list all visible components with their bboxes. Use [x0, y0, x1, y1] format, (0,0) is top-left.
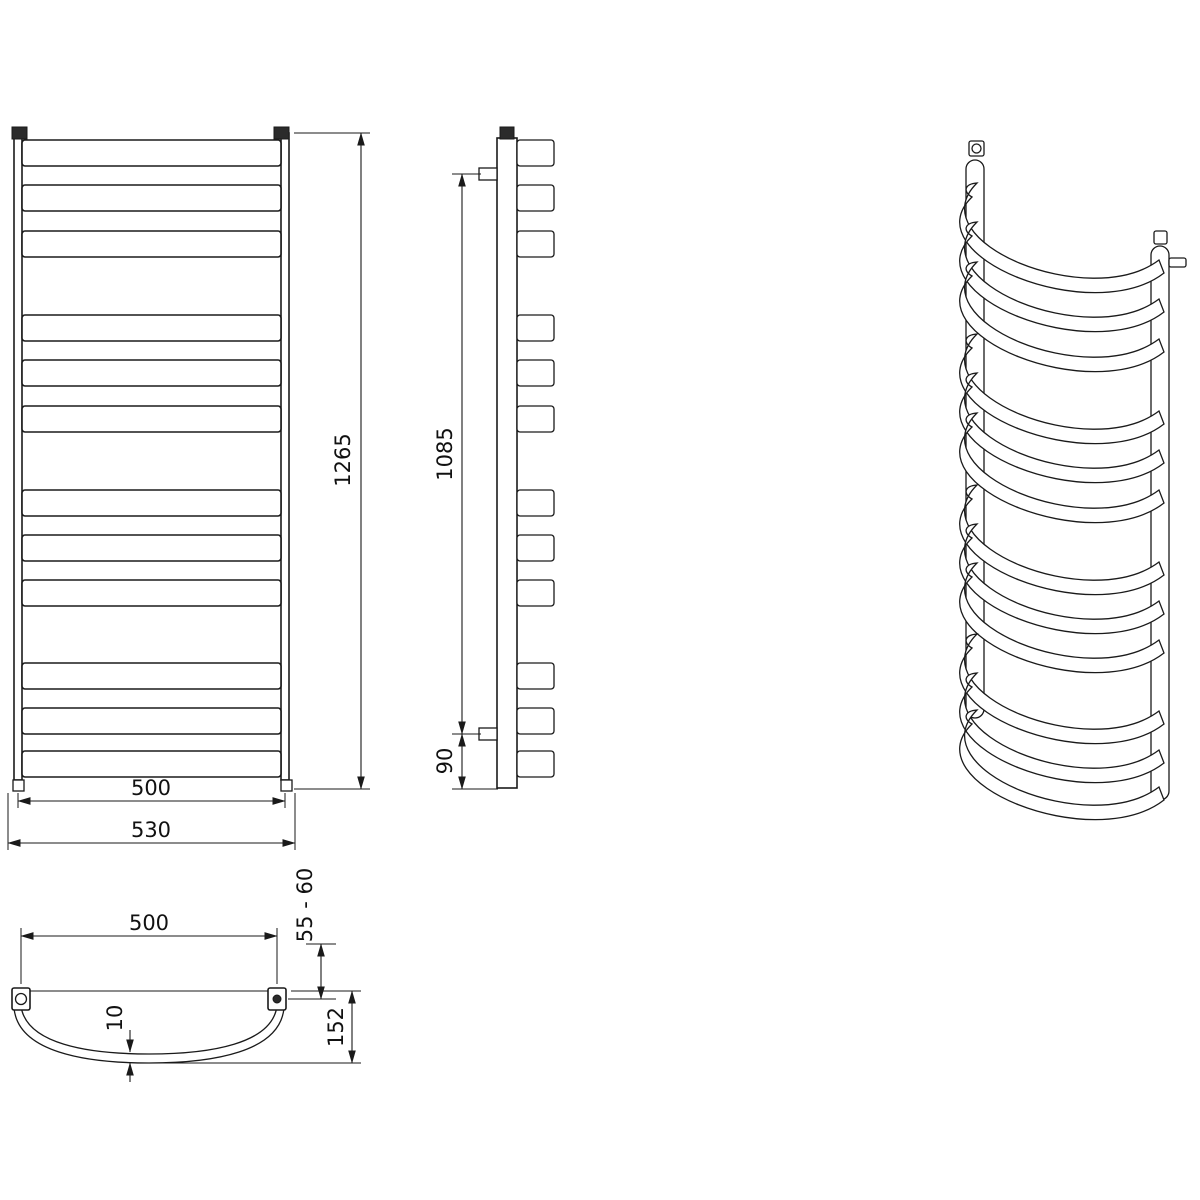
radiator-bar — [21, 184, 282, 212]
front-right-rail — [280, 132, 290, 781]
radiator-bar — [21, 579, 282, 607]
side-bar-end — [516, 359, 555, 387]
perspective-bar — [959, 633, 1165, 745]
radiator-bar — [21, 750, 282, 778]
top-view-left-port — [14, 992, 28, 1006]
dimension-overall-width: 530 — [7, 793, 296, 850]
radiator-bar — [21, 230, 282, 258]
radiator-bar — [21, 139, 282, 167]
side-bar-end — [516, 230, 555, 258]
front-left-valve — [12, 779, 25, 792]
height-dimension-label: 1265 — [331, 433, 355, 486]
top-view-right-port — [272, 994, 282, 1004]
front-top-left-bracket — [11, 126, 28, 140]
side-wall-bracket-bottom — [478, 727, 498, 741]
front-right-valve — [280, 779, 293, 792]
wall-distance-dimension-label: 55 - 60 — [293, 868, 317, 942]
depth-dimension-label: 152 — [324, 1007, 348, 1047]
perspective-bar — [959, 484, 1165, 596]
radiator-bar — [21, 707, 282, 735]
perspective-bar — [959, 182, 1165, 294]
dimension-wall-distance: 55 - 60 — [288, 868, 336, 1000]
perspective-right-stub — [1168, 257, 1187, 268]
side-top-bracket — [499, 126, 515, 140]
radiator-bar — [21, 489, 282, 517]
dimension-bottom-offset: 90 — [433, 733, 498, 790]
mounting-span-dimension-label: 1085 — [433, 427, 457, 480]
side-view: 1085 90 — [433, 126, 555, 790]
overall-width-dimension-label: 530 — [131, 818, 171, 842]
side-bar-end — [516, 184, 555, 212]
top-view: 500 55 - 60 152 10 — [11, 868, 361, 1082]
perspective-view — [959, 140, 1187, 821]
dimension-depth: 152 — [156, 990, 361, 1064]
perspective-right-fitting — [1153, 230, 1168, 245]
bar-thickness-dimension-label: 10 — [103, 1005, 127, 1032]
side-wall-bracket-top — [478, 167, 498, 181]
front-view: 1265 500 530 — [7, 126, 370, 850]
side-bar-end — [516, 579, 555, 607]
front-top-right-bracket — [273, 126, 290, 140]
radiator-bar — [21, 534, 282, 562]
side-bar-end — [516, 405, 555, 433]
dimension-rail-spacing: 500 — [17, 776, 286, 808]
side-bar-end — [516, 662, 555, 690]
side-bar-end — [516, 139, 555, 167]
radiator-bar — [21, 359, 282, 387]
side-bar-end — [516, 707, 555, 735]
dimension-bar-thickness: 10 — [103, 1005, 134, 1082]
radiator-bar — [21, 314, 282, 342]
front-left-rail — [13, 132, 23, 781]
dimension-height: 1265 — [294, 132, 370, 790]
side-bar-end — [516, 314, 555, 342]
dimension-mounting-span: 1085 — [433, 173, 481, 735]
side-bar-end — [516, 489, 555, 517]
perspective-left-fitting-hole — [971, 143, 982, 154]
radiator-bar — [21, 662, 282, 690]
radiator-bar — [21, 405, 282, 433]
rail-spacing-dimension-label: 500 — [131, 776, 171, 800]
perspective-bar — [959, 333, 1165, 445]
side-bar-end — [516, 750, 555, 778]
dimension-top-width: 500 — [20, 911, 278, 984]
top-view-bar-curve — [13, 1005, 285, 1064]
bottom-offset-dimension-label: 90 — [433, 748, 457, 775]
top-width-dimension-label: 500 — [129, 911, 169, 935]
side-rail-profile — [496, 137, 518, 789]
side-bar-end — [516, 534, 555, 562]
